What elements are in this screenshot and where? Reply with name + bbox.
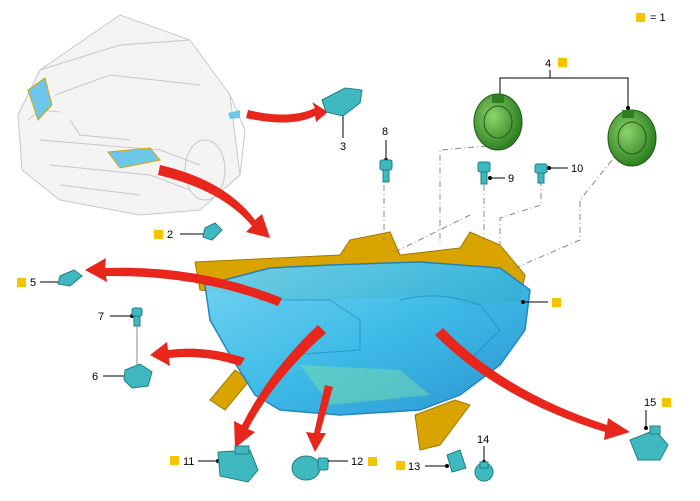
callout-label-4: 4 bbox=[545, 58, 551, 70]
part-3-side-marker-lamp bbox=[321, 87, 363, 117]
part-13-socket bbox=[446, 449, 467, 473]
legend-text: = 1 bbox=[650, 12, 666, 24]
callout-label-6: 6 bbox=[92, 371, 98, 383]
callout-label-13: 13 bbox=[408, 461, 420, 473]
callout-label-15: 15 bbox=[644, 397, 656, 409]
leader-lines bbox=[383, 144, 621, 269]
callout-markers bbox=[17, 58, 671, 470]
callout-label-12: 12 bbox=[351, 456, 363, 468]
part-6-nut bbox=[123, 363, 153, 389]
callout-label-2: 2 bbox=[167, 229, 173, 241]
vehicle-front bbox=[17, 14, 246, 216]
part-15-socket bbox=[629, 425, 669, 461]
lens-highlight bbox=[300, 365, 430, 405]
pointer-arrows bbox=[85, 102, 630, 452]
lens-inner-lines bbox=[260, 295, 501, 361]
part-9-bolt bbox=[477, 161, 491, 185]
part-12-bulb bbox=[291, 455, 329, 481]
vehicle-side-marker bbox=[228, 110, 240, 119]
callout-labels: 4 3 8 9 10 2 5 7 6 11 12 13 14 15 bbox=[30, 58, 656, 473]
callout-label-3: 3 bbox=[340, 141, 346, 153]
part-2-clip bbox=[202, 222, 223, 241]
callout-label-11: 11 bbox=[183, 456, 194, 468]
callout-label-9: 9 bbox=[508, 173, 514, 185]
callout-label-7: 7 bbox=[98, 311, 104, 323]
part-4-bulb-left bbox=[473, 93, 523, 151]
callout-label-8: 8 bbox=[382, 126, 388, 138]
legend-marker bbox=[636, 13, 645, 22]
vehicle-left-lamp bbox=[27, 77, 53, 121]
part-10-bolt bbox=[534, 163, 548, 184]
part-14-bulb bbox=[474, 461, 494, 482]
callout-label-10: 10 bbox=[571, 163, 583, 175]
vehicle-right-lamp bbox=[107, 147, 161, 169]
part-4-bulb-right bbox=[607, 109, 657, 167]
part-7-screw bbox=[131, 307, 143, 327]
legend: = 1 bbox=[636, 12, 666, 24]
part-11-socket bbox=[217, 445, 259, 483]
callout-leaders bbox=[40, 70, 647, 467]
part-5-clip bbox=[57, 269, 83, 287]
part-8-bolt bbox=[379, 159, 393, 183]
callout-label-5: 5 bbox=[30, 277, 36, 289]
callout-label-14: 14 bbox=[477, 434, 489, 446]
